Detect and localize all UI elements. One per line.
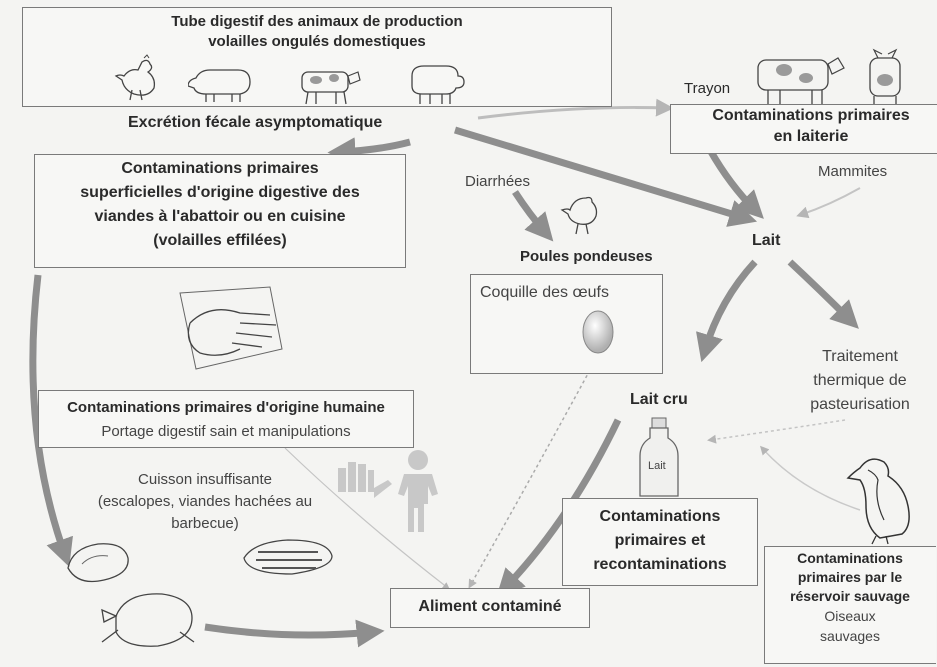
sauvage-line-3: réservoir sauvage: [790, 588, 910, 604]
bird-icon: [846, 458, 910, 545]
arrow-mammites-to-lait: [796, 187, 861, 219]
arrow-viande-to-aliment: [204, 619, 385, 648]
lait-cru-label: Lait cru: [630, 391, 688, 408]
arrow-lait-to-traitement: [787, 259, 859, 329]
viandes-line-2: superficielles d'origine digestive des: [80, 184, 360, 201]
viandes-line-1: Contaminations primaires: [121, 160, 319, 177]
humaine-line-2: Portage digestif sain et manipulations: [101, 423, 351, 440]
aliment-label: Aliment contaminé: [418, 598, 562, 615]
aliment-box: [390, 588, 590, 628]
humaine-box: [38, 390, 414, 448]
arrow-lait-to-laitcru: [696, 259, 758, 363]
meat-icon: [67, 543, 129, 583]
production-title-1: Tube digestif des animaux de production: [171, 13, 463, 30]
production-box: [22, 7, 612, 107]
viandes-line-4: (volailles effilées): [153, 232, 287, 249]
arrow-diarrhees-to-poules: [512, 190, 554, 242]
cuisson-line-1: Cuisson insuffisante: [138, 471, 272, 488]
cuisson-line-3: barbecue): [171, 515, 239, 532]
sauvage-line-2: primaires par le: [797, 569, 903, 585]
trayon-label: Trayon: [684, 80, 731, 97]
sauvage-line-5: sauvages: [820, 628, 880, 644]
milk-bottle-icon: [639, 417, 679, 497]
sauvage-line-4: Oiseaux: [824, 608, 876, 624]
hen-icon: [560, 196, 598, 235]
recontam-line-3: recontaminations: [593, 556, 727, 573]
person-hand-icon: [338, 450, 438, 532]
arrow-traitement-to-laitcru: [707, 419, 846, 444]
production-title-2: volailles ongulés domestiques: [208, 33, 426, 50]
arrow-excretion-to-lait: [453, 126, 758, 227]
traitement-line-2: thermique de: [813, 372, 907, 389]
chicken-icon: [114, 54, 156, 101]
laiterie-line-2: en laiterie: [773, 128, 849, 145]
arrow-viandes-to-cuisson: [29, 274, 73, 567]
arrow-coquille-to-aliment: [468, 369, 591, 589]
viandes-line-3: viandes à l'abattoir ou en cuisine: [94, 208, 346, 225]
poules-label: Poules pondeuses: [520, 248, 653, 265]
arrow-laiterie-to-lait: [706, 148, 764, 219]
coquille-label: Coquille des œufs: [480, 284, 609, 301]
whole-chicken-icon: [101, 593, 195, 647]
excretion-label: Excrétion fécale asymptomatique: [128, 114, 383, 131]
arrow-excretion-to-laiterie: [477, 98, 674, 120]
recontam-line-2: primaires et: [614, 532, 706, 549]
sheep-icon: [411, 65, 465, 104]
laiterie-line-1: Contaminations primaires: [712, 107, 910, 124]
traitement-line-3: pasteurisation: [810, 396, 910, 413]
recontam-box: [562, 498, 758, 586]
recontam-line-1: Contaminations: [599, 508, 721, 525]
laiterie-box: [670, 104, 937, 154]
traitement-line-1: Traitement: [822, 348, 898, 365]
bottle-label: Lait: [648, 460, 666, 472]
humaine-line-1: Contaminations primaires d'origine humai…: [67, 399, 385, 416]
cuisson-line-2: (escalopes, viandes hachées au: [97, 493, 313, 510]
barbecue-icon: [243, 539, 333, 575]
viandes-box: [34, 154, 406, 268]
arrow-excretion-to-viandes: [327, 137, 411, 166]
lait-label: Lait: [752, 232, 781, 249]
mammites-label: Mammites: [818, 163, 888, 180]
egg-icon: [582, 310, 614, 354]
pig-icon: [188, 69, 251, 102]
hand-meat-icon: [179, 286, 283, 370]
cow-udder-icon: [757, 48, 901, 104]
diarrhees-label: Diarrhées: [465, 173, 531, 190]
sauvage-box: [764, 546, 936, 664]
sauvage-line-1: Contaminations: [797, 550, 903, 566]
arrow-sauvage-to-traitement: [759, 445, 861, 511]
cow-icon: [301, 71, 361, 105]
arrow-humaine-to-aliment: [284, 447, 450, 590]
coquille-box: [470, 274, 663, 374]
